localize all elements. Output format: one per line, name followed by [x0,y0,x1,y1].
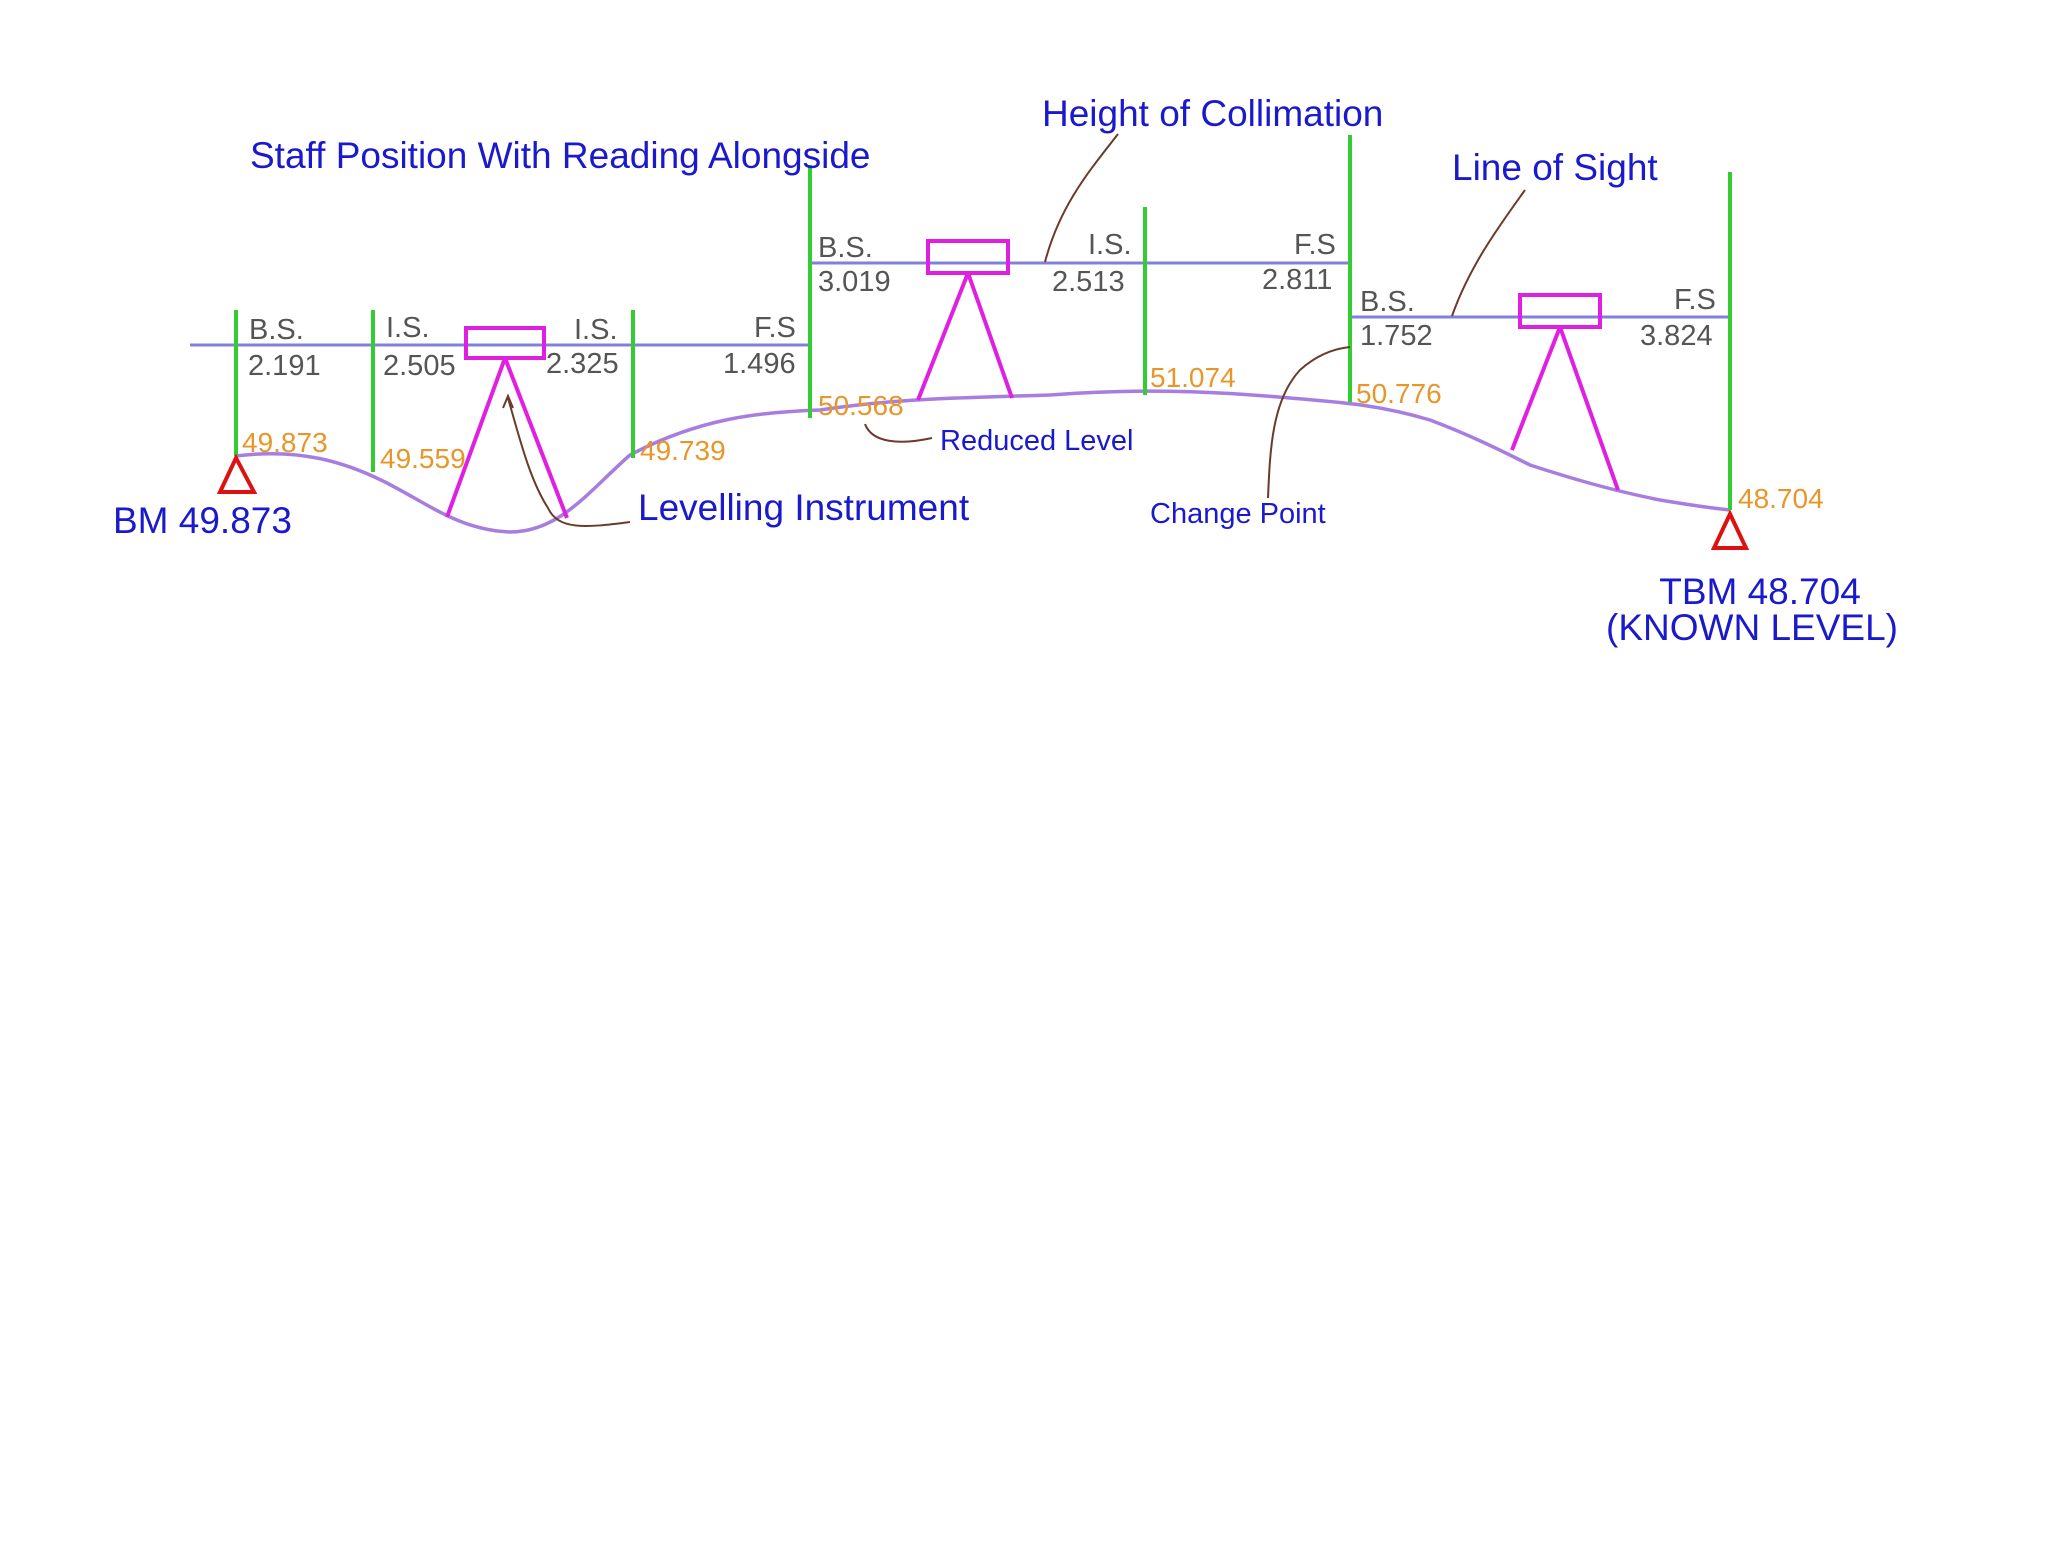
levelling-instrument-1 [445,326,569,519]
reading-value: 2.811 [1262,264,1332,296]
reading-value: 3.824 [1640,320,1713,352]
reduced-level-value: 48.704 [1738,483,1824,514]
label-line-of-sight: Line of Sight [1452,147,1658,188]
reading-value: 2.191 [248,350,321,382]
reading-type: F.S [1294,229,1336,261]
label-change-point: Change Point [1150,498,1326,530]
reading-type: F.S [754,312,796,344]
reduced-level-value: 50.568 [818,390,904,421]
label-reduced-level: Reduced Level [940,425,1133,457]
label-staff-position: Staff Position With Reading Alongside [250,135,870,176]
reading-value: 1.752 [1360,320,1433,352]
label-tbm-line1: TBM 48.704 [1659,571,1861,612]
label-height-of-collimation: Height of Collimation [1042,93,1383,134]
reading-type: I.S. [1088,229,1132,261]
label-levelling-instrument: Levelling Instrument [638,487,970,528]
bm-triangle-icon [216,453,258,494]
reduced-level-value: 49.873 [242,427,328,458]
reduced-level-value: 49.739 [640,435,726,466]
leader-change-point [1267,346,1351,499]
reading-type: I.S. [574,314,618,346]
levelling-instrument-2 [916,239,1014,401]
reading-type: B.S. [249,314,304,346]
reading-type: B.S. [818,232,873,264]
reduced-level-value: 51.074 [1150,362,1236,393]
leader-line-of-sight [1451,189,1526,317]
reading-type: I.S. [386,312,430,344]
label-bm: BM 49.873 [113,500,292,541]
reading-type: F.S [1674,284,1716,316]
reading-value: 1.496 [723,348,796,380]
label-tbm-line2: (KNOWN LEVEL) [1606,607,1898,648]
leader-levelling-instrument [507,397,631,527]
leader-levelling-instrument-arrow [502,393,514,409]
reduced-level-value: 49.559 [380,443,466,474]
leader-reduced-level [864,423,933,443]
ground-profile [235,389,1731,534]
reading-value: 2.513 [1052,266,1125,298]
reduced-level-value: 50.776 [1356,378,1442,409]
tbm-triangle-icon [1710,509,1750,550]
leader-height-of-collimation [1044,133,1119,263]
reading-type: B.S. [1360,286,1415,318]
levelling-instrument-3 [1510,293,1620,491]
reading-value: 3.019 [818,266,891,298]
reading-value: 2.505 [383,350,456,382]
reading-value: 2.325 [546,348,619,380]
